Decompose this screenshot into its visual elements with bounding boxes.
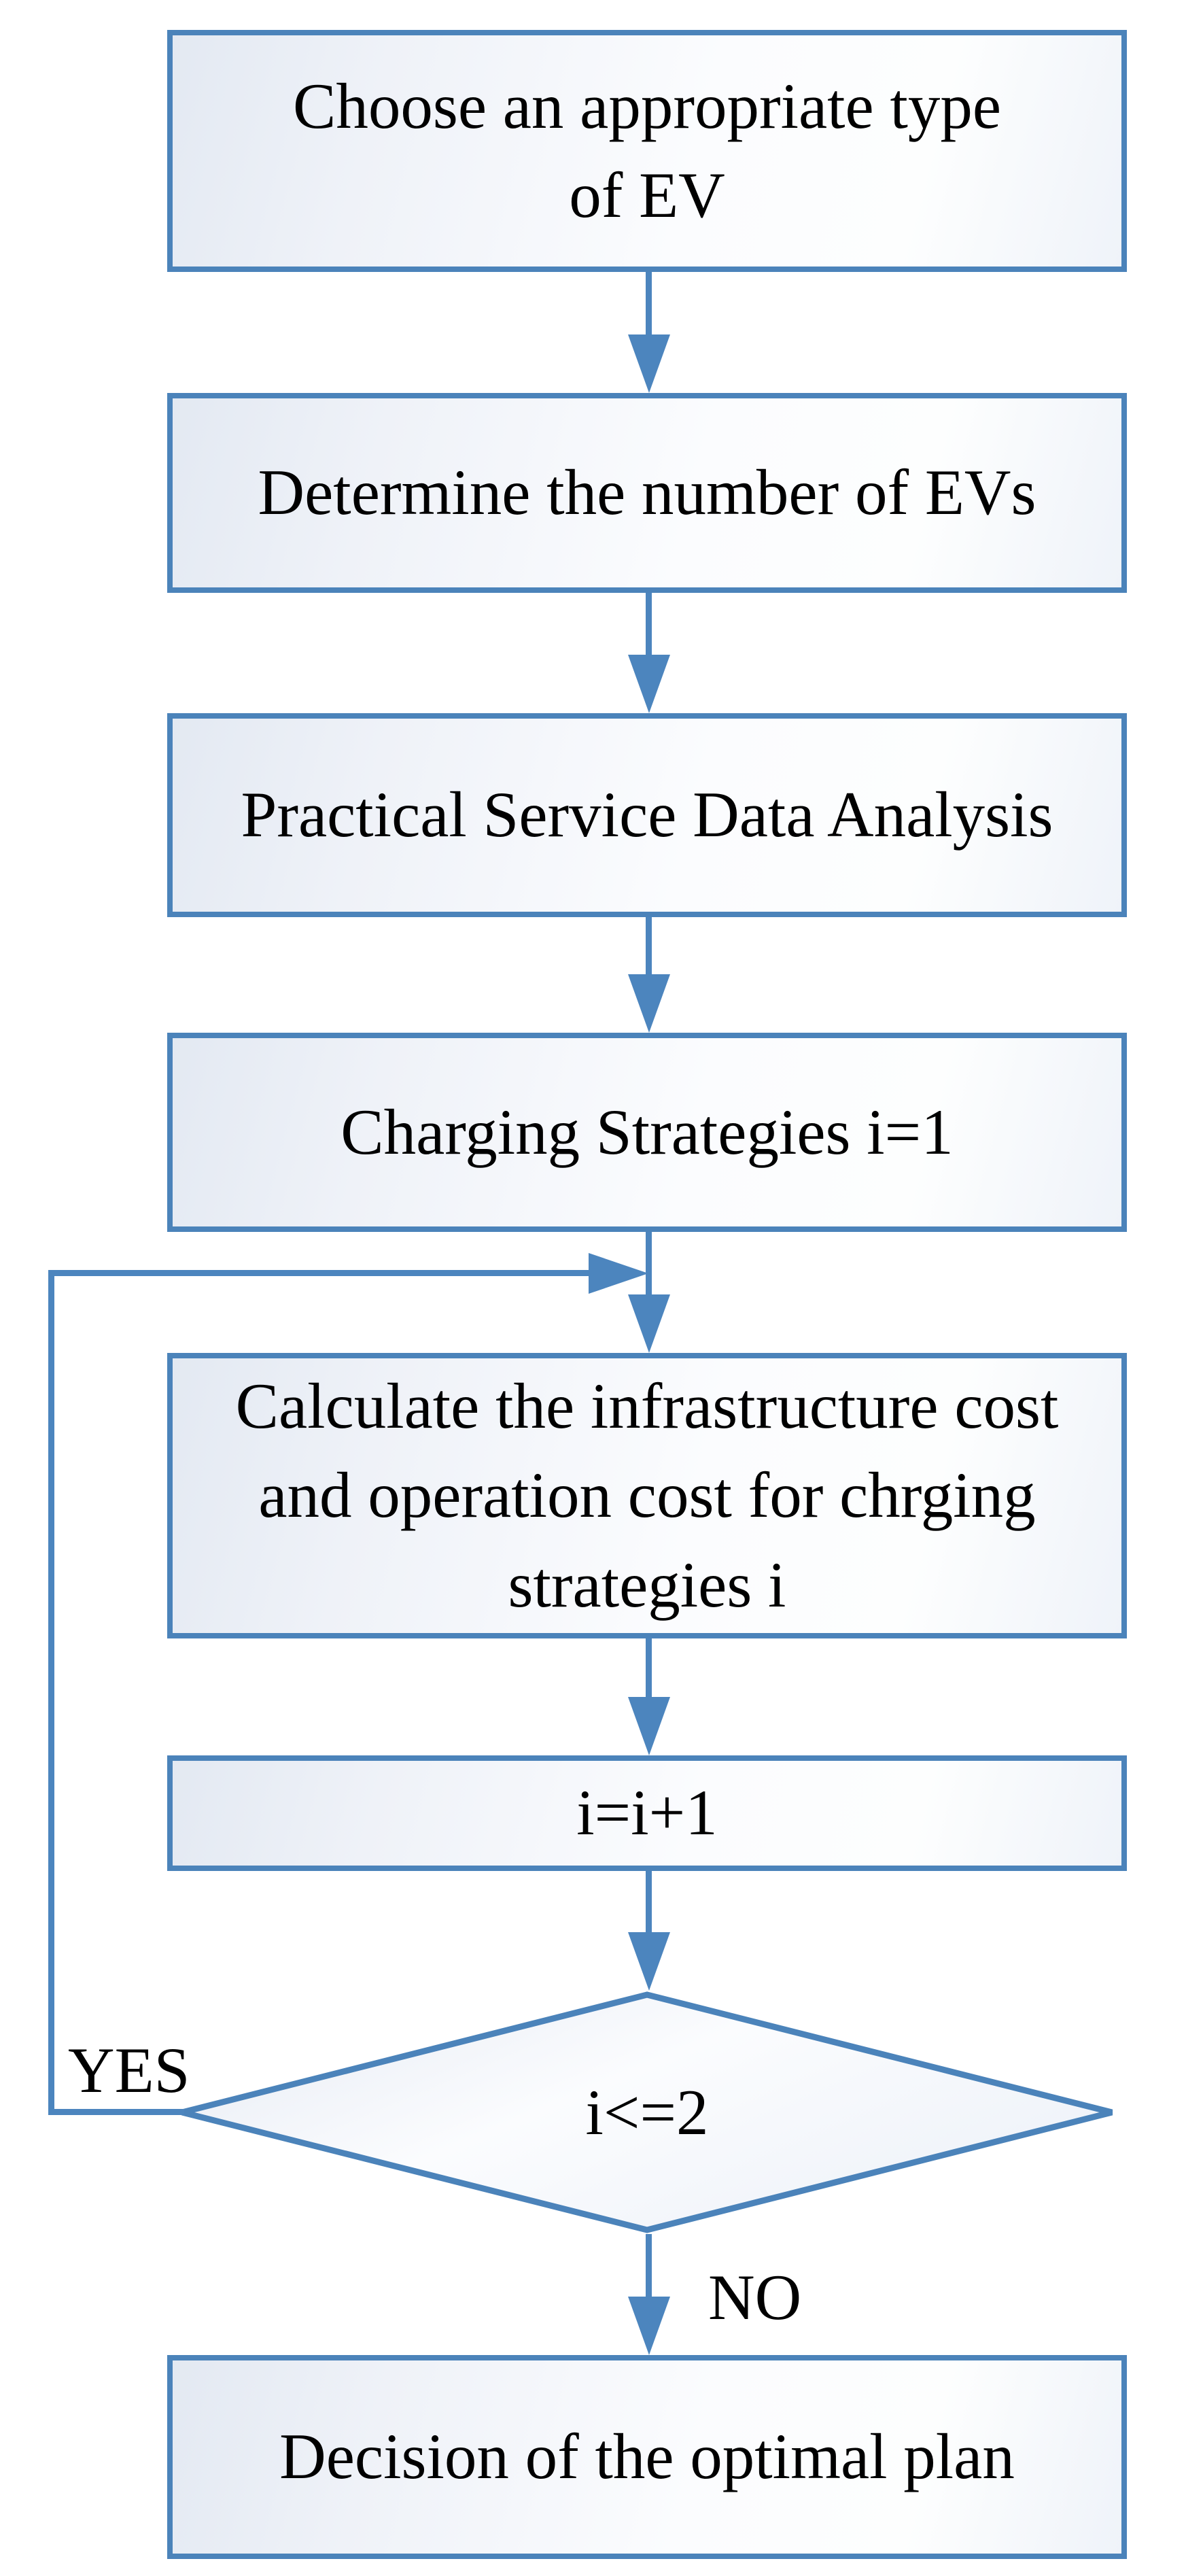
yes-loop-line-vertical bbox=[48, 1270, 54, 2115]
node-choose-ev-type-label: Choose an appropriate type of EV bbox=[292, 69, 1002, 231]
decision-diamond-shape bbox=[181, 1991, 1113, 2233]
arrow-3-stem bbox=[646, 917, 652, 976]
edge-label-no: NO bbox=[708, 2261, 802, 2333]
node-increment-i-label: i=i+1 bbox=[576, 1776, 718, 1849]
arrow-4-head-icon bbox=[628, 1294, 670, 1353]
arrow-1-head-icon bbox=[628, 334, 670, 393]
arrow-7-stem bbox=[646, 2234, 652, 2298]
yes-loop-line-bottom bbox=[48, 2109, 184, 2115]
node-increment-i: i=i+1 bbox=[167, 1755, 1127, 1871]
node-loop-condition-label: i<=2 bbox=[585, 2076, 709, 2148]
node-practical-service-data-analysis-label: Practical Service Data Analysis bbox=[241, 778, 1053, 851]
node-charging-strategies-init: Charging Strategies i=1 bbox=[167, 1033, 1127, 1232]
arrow-5-stem bbox=[646, 1638, 652, 1698]
arrow-6-stem bbox=[646, 1871, 652, 1934]
edge-label-yes: YES bbox=[68, 2034, 190, 2106]
node-calculate-costs-label: Calculate the infrastructure cost and op… bbox=[235, 1370, 1059, 1621]
node-charging-strategies-init-label: Charging Strategies i=1 bbox=[341, 1095, 954, 1168]
yes-loop-line-top bbox=[48, 1270, 589, 1276]
arrow-3-head-icon bbox=[628, 974, 670, 1033]
arrow-5-head-icon bbox=[628, 1697, 670, 1755]
node-choose-ev-type: Choose an appropriate type of EV bbox=[167, 30, 1127, 272]
arrow-1-stem bbox=[646, 272, 652, 336]
node-optimal-plan-label: Decision of the optimal plan bbox=[279, 2420, 1015, 2493]
arrow-2-head-icon bbox=[628, 655, 670, 713]
arrow-6-head-icon bbox=[628, 1932, 670, 1991]
node-optimal-plan: Decision of the optimal plan bbox=[167, 2355, 1127, 2559]
node-determine-ev-number-label: Determine the number of EVs bbox=[258, 456, 1036, 529]
arrow-7-head-icon bbox=[628, 2297, 670, 2355]
arrow-4-stem bbox=[646, 1232, 652, 1296]
yes-loop-head-icon bbox=[589, 1253, 648, 1294]
node-loop-condition bbox=[181, 1991, 1113, 2233]
node-determine-ev-number: Determine the number of EVs bbox=[167, 393, 1127, 593]
node-practical-service-data-analysis: Practical Service Data Analysis bbox=[167, 713, 1127, 917]
arrow-2-stem bbox=[646, 593, 652, 656]
node-calculate-costs: Calculate the infrastructure cost and op… bbox=[167, 1353, 1127, 1638]
